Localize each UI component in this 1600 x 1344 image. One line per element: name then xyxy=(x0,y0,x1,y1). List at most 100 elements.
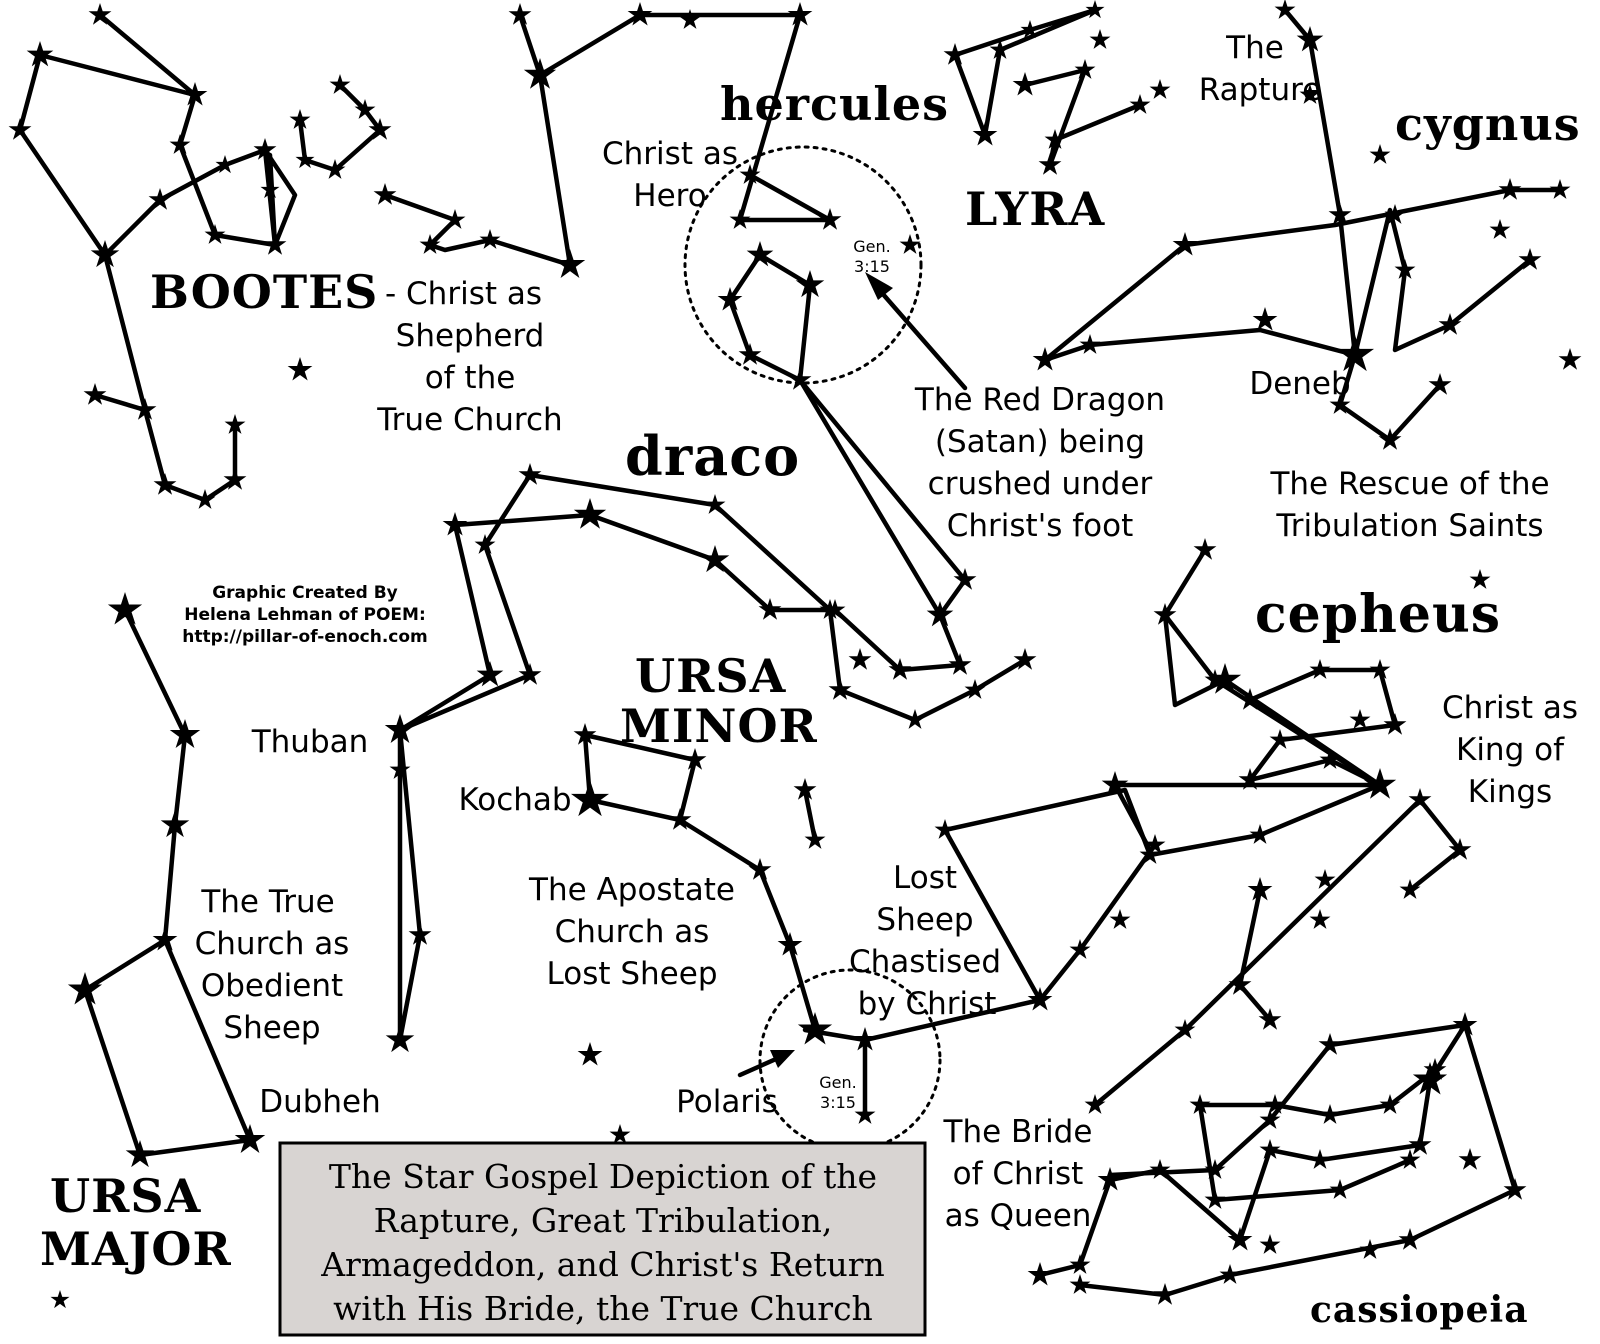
chastised-3: Chastised xyxy=(849,944,1001,980)
bootes-arm xyxy=(97,12,198,98)
polaris-arrow-head xyxy=(770,1050,795,1068)
title-box-frame xyxy=(278,1141,927,1337)
title-box: The Star Gospel Depiction of the Rapture… xyxy=(278,1141,927,1337)
star-122 xyxy=(1193,538,1217,560)
star-55 xyxy=(1149,79,1171,99)
dragon-2: (Satan) being xyxy=(935,424,1145,460)
star-33 xyxy=(679,9,701,29)
star-143 xyxy=(1109,909,1131,929)
obedient-2: Church as xyxy=(195,926,350,962)
king-2: King of xyxy=(1456,732,1565,768)
bootes-desc-1: - Christ as xyxy=(385,276,542,312)
hercules-name: hercules xyxy=(720,77,949,131)
rapture-1: The xyxy=(1225,30,1284,66)
star-180 xyxy=(1458,1148,1482,1170)
gen-bottom-1: Gen. xyxy=(819,1073,856,1092)
star-1 xyxy=(8,118,32,140)
dragon-arrow xyxy=(872,282,968,391)
chastised-2: Sheep xyxy=(876,902,973,938)
arrows xyxy=(737,272,968,1078)
hercules-leg xyxy=(382,192,573,268)
apostate-1: The Apostate xyxy=(528,872,735,908)
cepheus-name: cepheus xyxy=(1255,584,1501,645)
gen-circle-top xyxy=(683,145,923,385)
title-line-4: with His Bride, the True Church xyxy=(333,1289,873,1328)
title-line-1: The Star Gospel Depiction of the xyxy=(329,1157,877,1196)
bootes-wedge xyxy=(262,147,298,248)
kochab-label: Kochab xyxy=(458,782,571,818)
star-53 xyxy=(1129,94,1151,114)
thuban-label: Thuban xyxy=(251,724,369,760)
chastised-1: Lost xyxy=(893,860,957,896)
cepheus-chain3 xyxy=(1237,887,1273,1023)
ursa-major-name-2: MAJOR xyxy=(40,1222,232,1276)
obedient-1: The True xyxy=(200,884,334,920)
star-161 xyxy=(1408,1133,1432,1155)
obedient-4: Sheep xyxy=(223,1010,320,1046)
dragon-1: The Red Dragon xyxy=(914,382,1165,418)
bootes-desc-2: Shepherd xyxy=(396,318,545,354)
star-51 xyxy=(1038,153,1062,175)
star-182 xyxy=(1259,1234,1281,1254)
ursa-major-lines xyxy=(82,607,253,1158)
draco-head xyxy=(797,377,943,618)
star-179 xyxy=(1399,1149,1421,1169)
gen-circle-bottom xyxy=(758,968,942,1152)
gen-top-1: Gen. xyxy=(853,237,890,256)
dragon-4: Christ's foot xyxy=(947,508,1133,544)
ursa-minor-name-2: MINOR xyxy=(620,699,818,753)
cepheus-lines2 xyxy=(1112,612,1383,853)
lyra-name: LYRA xyxy=(965,182,1105,236)
star-153 xyxy=(609,1124,631,1144)
lyra-lines2 xyxy=(1022,67,1143,168)
king-3: Kings xyxy=(1468,774,1552,810)
star-149 xyxy=(67,972,103,1005)
star-104 xyxy=(570,780,610,817)
star-8 xyxy=(83,383,107,405)
title-line-3: Armageddon, and Christ's Return xyxy=(320,1245,885,1284)
star-47 xyxy=(1085,0,1105,19)
obedient-3: Obedient xyxy=(201,968,343,1004)
star-155 xyxy=(1069,1254,1091,1274)
star-145 xyxy=(107,592,143,625)
star-91 xyxy=(518,463,542,485)
star-31 xyxy=(479,229,501,249)
star-164 xyxy=(1503,1178,1527,1200)
ursa-minor-name-1: URSA xyxy=(635,649,787,703)
star-144 xyxy=(1309,909,1331,929)
dragon-arrow-head xyxy=(865,272,893,300)
annotation-labels: - Christ as Shepherd of the True Church … xyxy=(182,30,1578,1234)
dragon-3: crushed under xyxy=(928,466,1153,502)
star-100 xyxy=(385,1025,415,1053)
rescue-2: Tribulation Saints xyxy=(1275,508,1543,544)
king-1: Christ as xyxy=(1442,690,1578,726)
cepheus-arm xyxy=(802,787,818,843)
star-165 xyxy=(1398,1228,1422,1250)
draco-name: draco xyxy=(625,424,800,488)
star-76 xyxy=(1558,348,1582,370)
star-151 xyxy=(234,1124,266,1153)
hero-1: Christ as xyxy=(602,136,738,172)
star-4 xyxy=(153,473,177,495)
constellation-names: BOOTES hercules LYRA cygnus draco URSA M… xyxy=(40,77,1580,1331)
cygnus-wing2 xyxy=(1042,207,1533,363)
bride-3: as Queen xyxy=(945,1198,1092,1234)
draco-tail xyxy=(397,727,423,1043)
apostate-3: Lost Sheep xyxy=(547,956,718,992)
credit-1: Graphic Created By xyxy=(212,583,398,603)
gen-circles xyxy=(683,145,942,1152)
star-152 xyxy=(50,1290,70,1309)
deneb-label: Deneb xyxy=(1249,366,1350,402)
star-59 xyxy=(1369,144,1391,164)
star-94 xyxy=(828,678,852,700)
cepheus-crown xyxy=(1247,667,1398,788)
hero-2: Hero xyxy=(633,178,706,214)
star-111 xyxy=(804,829,826,849)
bride-2: of Christ xyxy=(953,1156,1084,1192)
star-113 xyxy=(854,1104,876,1124)
title-line-2: Rapture, Great Tribulation, xyxy=(374,1201,833,1240)
bride-1: The Bride xyxy=(943,1114,1093,1150)
star-109 xyxy=(797,1012,833,1045)
bootes-desc-3: of the xyxy=(425,360,516,396)
